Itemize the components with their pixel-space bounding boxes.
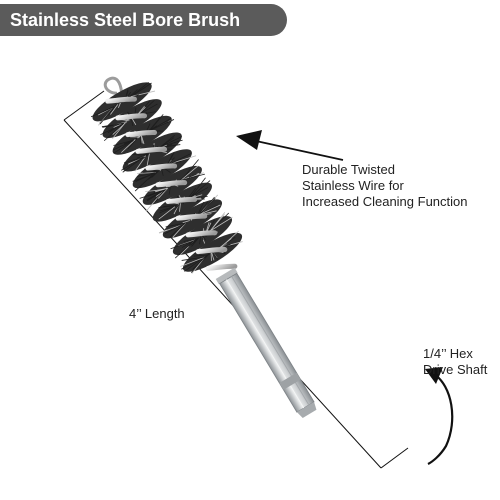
feature-line-3: Increased Cleaning Function	[302, 194, 468, 209]
feature-line-1: Durable Twisted	[302, 162, 395, 177]
wire-feature-label: Durable Twisted Stainless Wire for Incre…	[302, 162, 468, 210]
wire-twist	[175, 213, 208, 221]
title-banner: Stainless Steel Bore Brush	[0, 4, 287, 36]
wire-twist	[185, 230, 218, 238]
wire-loop	[103, 76, 124, 98]
bristle-tuft	[158, 194, 223, 239]
shaft-curved-arrow	[425, 367, 454, 465]
shaft-line-2: Drive Shaft	[423, 362, 488, 377]
wire-twist	[115, 113, 148, 121]
shaft-label: 1/4’’ Hex Drive Shaft	[423, 346, 487, 378]
wire-twist	[135, 146, 168, 154]
wire-twist	[155, 180, 188, 188]
wire-twist	[195, 247, 228, 255]
page-title: Stainless Steel Bore Brush	[10, 9, 241, 30]
length-dimension-bracket	[63, 90, 409, 469]
wire-twist	[165, 196, 198, 204]
bore-brush	[90, 76, 317, 418]
length-label: 4’’ Length	[129, 306, 185, 321]
hex-drive-shaft	[215, 267, 317, 418]
wire-twist	[145, 163, 178, 171]
shaft-line-1: 1/4’’ Hex	[423, 346, 473, 361]
twisted-wire-core	[105, 96, 238, 271]
wire-twist	[105, 96, 137, 104]
wire-twist	[205, 263, 238, 271]
feature-arrow	[236, 130, 344, 161]
wire-twist	[125, 129, 158, 138]
feature-line-2: Stainless Wire for	[302, 178, 404, 193]
